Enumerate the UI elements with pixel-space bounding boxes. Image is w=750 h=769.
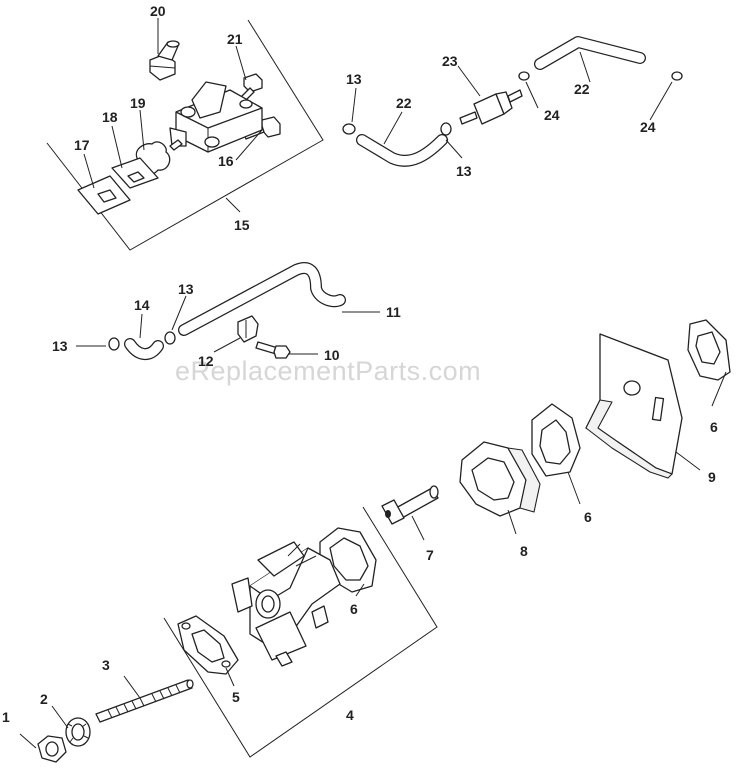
pump-mounting-plate-part [77,175,131,215]
callout-13-middle-left: 13 [52,338,68,354]
lock-washer-part [65,717,91,747]
hose-clamp-part [671,71,683,81]
line-clip-part [237,315,259,343]
callout-6-left: 6 [350,601,358,617]
callout-7: 7 [426,547,434,563]
carburetor-mounting-bolt-part [381,485,439,525]
callout-24-right: 24 [640,119,656,135]
callout-2: 2 [40,691,48,707]
callout-23: 23 [442,53,458,69]
callout-13-middle-right: 13 [178,281,194,297]
clip-screw-part [255,341,291,359]
callout-17: 17 [74,137,90,153]
hose-clamp-part [164,331,176,345]
metal-fuel-line-part [178,262,346,336]
callout-9: 9 [708,469,716,485]
callout-13-upper-left: 13 [346,71,362,87]
hose-clamp-part [518,71,530,81]
pump-gasket-part [111,157,159,189]
callout-6-right: 6 [710,419,718,435]
hose-clamp-part [342,123,356,135]
hose-clamp-part [440,122,452,136]
hex-nut-part [37,735,67,763]
callout-14: 14 [134,297,150,313]
callout-3: 3 [102,657,110,673]
callout-22-upper: 22 [574,81,590,97]
callout-6-center: 6 [584,509,592,525]
intake-gasket-part [687,319,731,381]
callout-4: 4 [346,707,354,723]
fuel-hose-short-part [356,134,448,167]
carburetor-heat-shield-part [585,333,683,479]
fuel-filter-part [459,89,523,125]
callout-labels: 20 21 19 18 17 16 15 13 22 23 13 24 22 2… [2,3,718,725]
callout-1: 1 [2,709,10,725]
carburetor-assembly-bracket [163,506,438,758]
intake-gasket-part [531,403,581,477]
leader-lines [19,18,727,749]
callout-16: 16 [218,153,234,169]
callout-21: 21 [227,31,243,47]
carburetor-gasket-part [319,527,377,593]
callout-24-left: 24 [544,107,560,123]
callout-5: 5 [232,689,240,705]
carburetor-flange-gasket-part [177,615,239,675]
callout-8: 8 [520,543,528,559]
callout-13-upper-right: 13 [456,163,472,179]
carburetor-body-part [231,541,341,667]
callout-11: 11 [386,304,401,320]
mounting-stud-part [95,679,194,723]
callout-10: 10 [324,347,340,363]
callout-20: 20 [150,3,166,19]
fuel-hose-connector-part [124,338,164,360]
hose-clamp-part [108,337,120,351]
callout-15: 15 [234,217,250,233]
callout-18: 18 [102,109,118,125]
callout-19: 19 [130,95,146,111]
watermark-text: eReplacementParts.com [175,356,481,386]
elbow-fitting-part [149,40,180,81]
callout-22-lower: 22 [396,95,412,111]
intake-spacer-part [459,441,541,517]
fuel-hose-long-part [534,36,646,70]
callout-12: 12 [198,353,214,369]
